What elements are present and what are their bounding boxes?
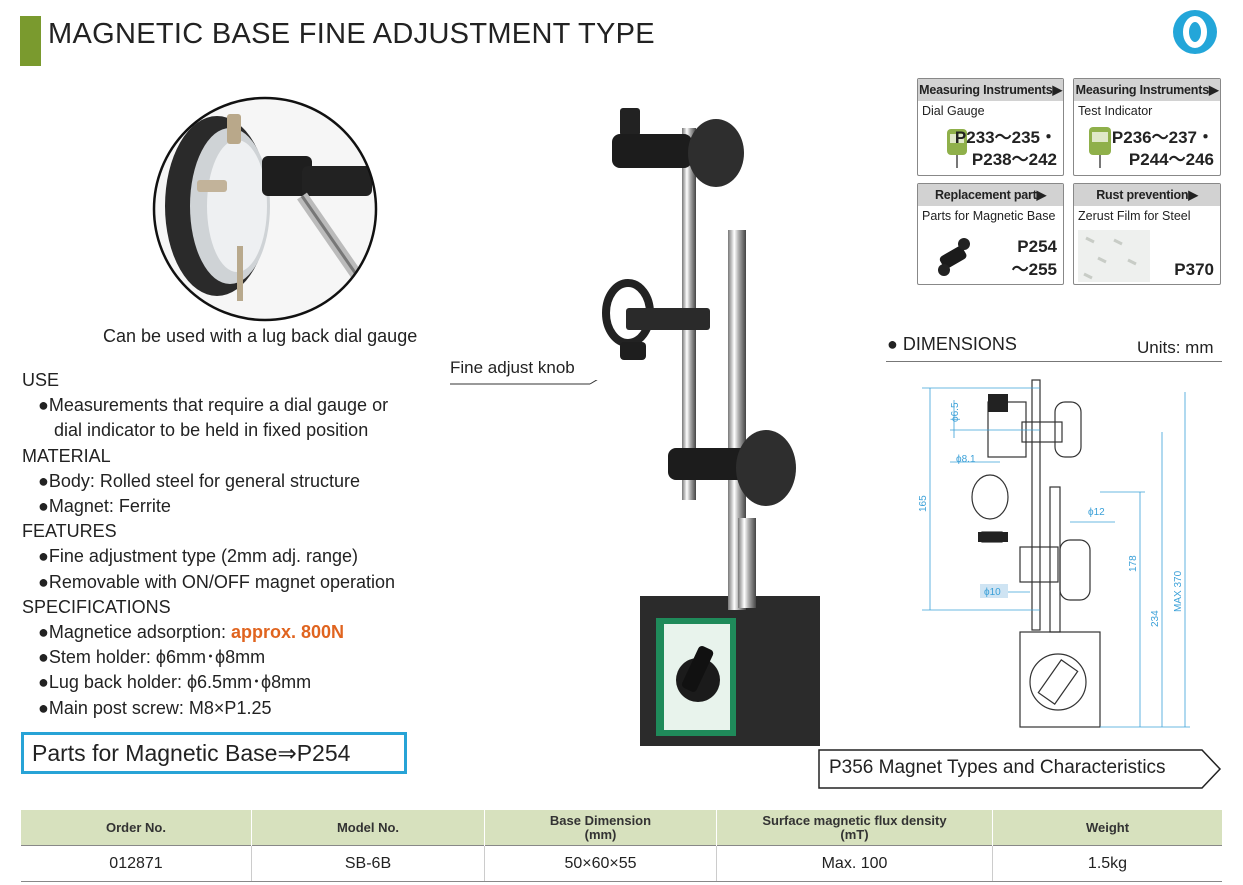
material-heading: MATERIAL (22, 445, 111, 466)
card-header: Rust prevention▶ (1074, 184, 1220, 206)
dim-165: 165 (918, 495, 929, 512)
cell-weight: 1.5kg (992, 845, 1222, 882)
magnetic-base-part-icon (938, 238, 970, 276)
dim-phi-12: ϕ12 (1088, 507, 1105, 518)
features-item-fine-adjustment: ●Fine adjustment type (2mm adj. range) (38, 546, 359, 567)
features-item-on-off: ●Removable with ON/OFF magnet operation (38, 571, 396, 592)
card-header: Measuring Instruments▶ (1074, 79, 1220, 101)
specs-item-lug-back-holder: ●Lug back holder: ϕ6.5mm･ϕ8mm (38, 672, 312, 693)
cell-base-dimension: 50×60×55 (484, 845, 717, 882)
cell-flux-density: Max. 100 (716, 845, 993, 882)
card-page-1: P370 (1174, 260, 1214, 279)
card-page-1: P254 (1017, 237, 1057, 256)
adsorption-label: ●Magnetice adsorption: (38, 622, 231, 643)
card-replacement-part[interactable]: Replacement part▶ Parts for Magnetic Bas… (917, 183, 1064, 285)
card-page-2: 〜255 (1011, 260, 1057, 279)
cell-order-no: 012871 (21, 845, 252, 882)
fine-adjust-knob-label: Fine adjust knob (450, 358, 575, 377)
dimensions-heading: ● DIMENSIONS (887, 334, 1017, 354)
magnet-types-link-text: P356 Magnet Types and Characteristics (829, 757, 1166, 778)
fine-adjust-leader-line (450, 380, 598, 385)
col-model-no: Model No. (251, 810, 485, 846)
col-base-dimension: Base Dimension(mm) (484, 810, 717, 846)
material-item-magnet: ●Magnet: Ferrite (38, 496, 171, 517)
col-weight: Weight (992, 810, 1222, 846)
specs-item-main-post-screw: ●Main post screw: M8×P1.25 (38, 697, 272, 718)
specs-item-stem-holder: ●Stem holder: ϕ6mm･ϕ8mm (38, 647, 266, 668)
dim-phi-8-1: ϕ8.1 (956, 454, 976, 465)
dial-gauge-icon (947, 129, 967, 168)
dim-max-370: MAX 370 (1173, 570, 1184, 612)
card-subtitle: Dial Gauge (922, 104, 985, 118)
dimension-drawing: ϕ6.5 ϕ8.1 ϕ12 ϕ10 165 178 234 MAX 370 (918, 379, 1190, 728)
parts-page-link[interactable]: Parts for Magnetic Base⇒P254 (21, 732, 407, 774)
dim-178: 178 (1128, 555, 1139, 572)
title-accent-bar (20, 16, 41, 66)
card-header: Replacement part▶ (918, 184, 1063, 206)
product-spec-table: Order No. Model No. Base Dimension(mm) S… (21, 810, 1222, 882)
card-rust-prevention[interactable]: Rust prevention▶ Zerust Film for Steel P… (1073, 183, 1221, 285)
use-item: ●Measurements that require a dial gauge … (38, 395, 389, 416)
dim-234: 234 (1150, 610, 1161, 627)
zerust-film-icon (1078, 230, 1150, 282)
cell-model-no: SB-6B (251, 845, 485, 882)
specs-item-adsorption: ●Magnetice adsorption: approx. 800N (38, 620, 482, 645)
specifications-heading: SPECIFICATIONS (22, 596, 171, 617)
specification-text: USE ●Measurements that require a dial ga… (22, 368, 482, 721)
lug-back-detail-photo (152, 96, 378, 322)
use-item-continued: dial indicator to be held in fixed posit… (54, 420, 369, 441)
card-page-2: P244〜246 (1128, 150, 1214, 169)
category-zero-badge (1173, 10, 1217, 54)
col-order-no: Order No. (21, 810, 252, 846)
material-item-body: ●Body: Rolled steel for general structur… (38, 470, 361, 491)
table-row: 012871 SB-6B 50×60×55 Max. 100 1.5kg (21, 845, 1222, 882)
adsorption-value: approx. 800N (230, 622, 345, 643)
card-subtitle: Zerust Film for Steel (1078, 209, 1191, 223)
dim-phi-10: ϕ10 (984, 587, 1001, 598)
card-page-1: P233〜235・ (954, 128, 1057, 147)
dim-phi-6-5: ϕ6.5 (950, 402, 961, 422)
card-page-2: P238〜242 (971, 150, 1057, 169)
col-flux-density: Surface magnetic flux density(mT) (716, 810, 993, 846)
units-label: Units: mm (1137, 338, 1214, 357)
photo-caption: Can be used with a lug back dial gauge (103, 326, 418, 346)
magnetic-base-product-photo (602, 108, 820, 746)
card-header: Measuring Instruments▶ (918, 79, 1063, 101)
arrow-frame (818, 749, 1222, 789)
test-indicator-icon (1089, 127, 1111, 168)
card-test-indicator[interactable]: Measuring Instruments▶ Test Indicator P2… (1073, 78, 1221, 176)
use-heading: USE (22, 370, 60, 390)
card-page-1: P236〜237・ (1111, 128, 1214, 147)
features-heading: FEATURES (22, 521, 117, 542)
dimensions-rule (886, 361, 1222, 362)
card-dial-gauge[interactable]: Measuring Instruments▶ Dial Gauge P233〜2… (917, 78, 1064, 176)
page-title: MAGNETIC BASE FINE ADJUSTMENT TYPE (48, 18, 655, 50)
magnet-types-link[interactable]: P356 Magnet Types and Characteristics (818, 749, 1222, 789)
card-subtitle: Test Indicator (1078, 104, 1153, 118)
card-subtitle: Parts for Magnetic Base (922, 209, 1056, 223)
